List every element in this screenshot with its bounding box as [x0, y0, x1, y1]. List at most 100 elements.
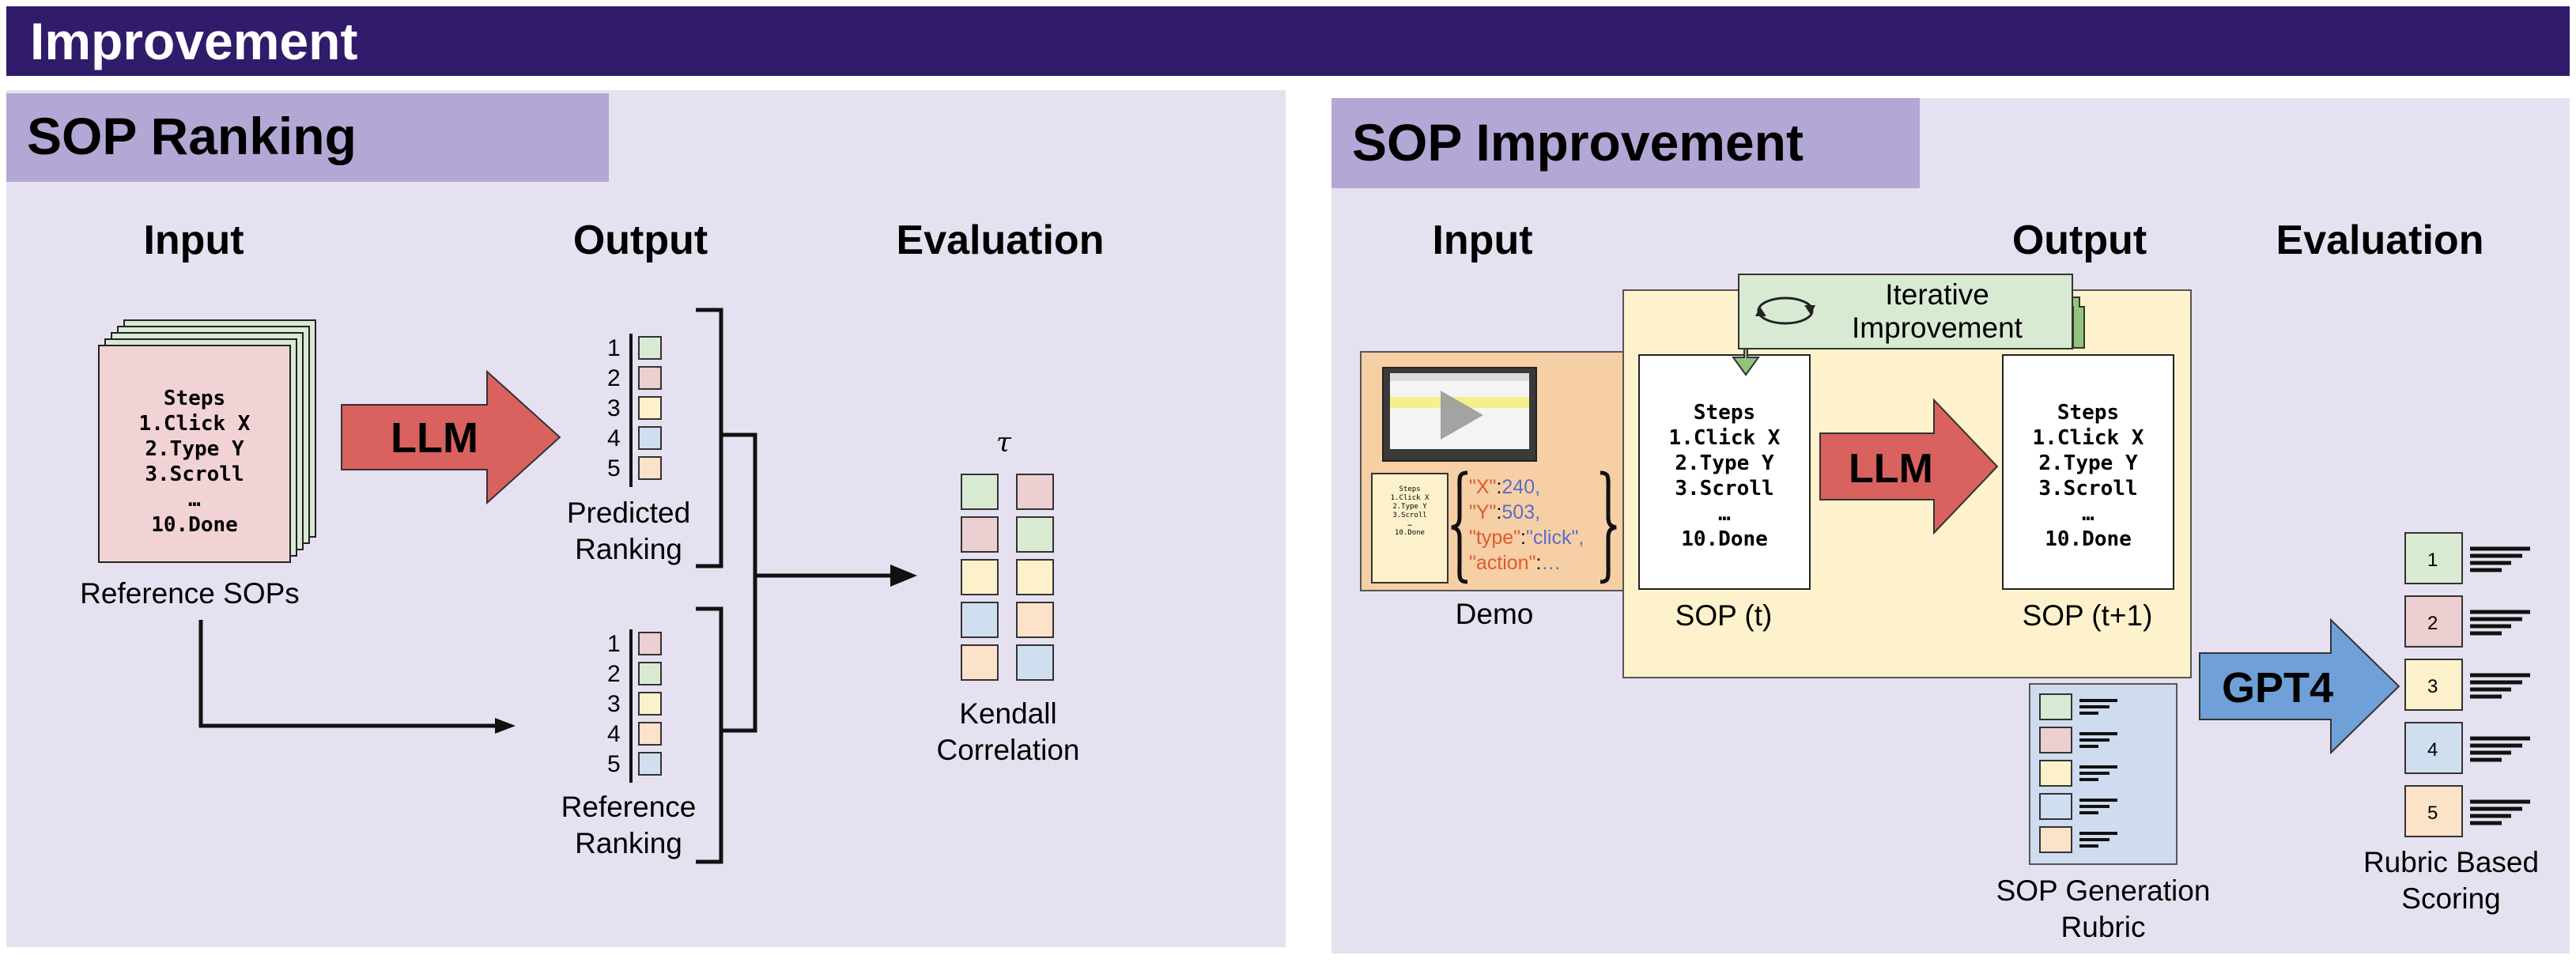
llm-arrow-ranking: LLM	[341, 370, 561, 504]
sop-line: 10.Done	[2045, 527, 2132, 551]
json-sep: :	[1496, 501, 1502, 523]
json-value: …	[1541, 552, 1562, 574]
sop-line: Steps	[2057, 401, 2120, 425]
json-line: "action":…	[1469, 550, 1584, 576]
reference-sop-text: Steps 1.Click X 2.Type Y 3.Scroll … 10.D…	[100, 386, 289, 538]
caption-line: Scoring	[2401, 882, 2501, 915]
caption-line: Reference	[561, 791, 697, 823]
sop-line: 3.Scroll	[2038, 477, 2138, 500]
mini-sop-line: …	[1407, 520, 1412, 528]
sop-line: 10.Done	[1681, 527, 1768, 551]
iterative-improvement-label: Iterative Improvement	[1811, 278, 2064, 345]
json-value: "click",	[1525, 527, 1585, 549]
sop-t1-text: Steps 1.Click X 2.Type Y 3.Scroll … 10.D…	[2004, 400, 2173, 552]
llm-arrow-improvement: LLM	[1819, 398, 1999, 534]
improvement-evaluation-heading: Evaluation	[2276, 217, 2484, 263]
rank-number: 4	[607, 721, 621, 747]
play-icon[interactable]	[1436, 387, 1486, 443]
improvement-title: SOP Improvement	[1352, 113, 1804, 172]
ranking-connectors	[198, 308, 917, 864]
label-line: Improvement	[1852, 312, 2023, 344]
sop-t-text: Steps 1.Click X 2.Type Y 3.Scroll … 10.D…	[1640, 400, 1809, 552]
rank-number: 1	[607, 631, 621, 657]
score-number: 1	[2427, 549, 2438, 571]
caption-line: SOP Generation	[1996, 874, 2211, 907]
predicted-ranking-caption: Predicted Ranking	[546, 495, 712, 568]
json-value: 240,	[1501, 476, 1541, 498]
json-key: "X"	[1469, 476, 1497, 498]
sop-t1-caption: SOP (t+1)	[2022, 599, 2153, 632]
cycle-icon	[1755, 296, 1815, 325]
caption-line: Ranking	[575, 533, 682, 565]
demo-video-thumbnail	[1382, 367, 1537, 462]
mini-sop-text: Steps 1.Click X 2.Type Y 3.Scroll … 10.D…	[1373, 474, 1447, 538]
sop-line: 2.Type Y	[2038, 451, 2138, 475]
rank-number: 3	[607, 395, 621, 421]
improvement-title-tab: SOP Improvement	[1331, 98, 1920, 188]
demo-box: Steps 1.Click X 2.Type Y 3.Scroll … 10.D…	[1360, 351, 1624, 591]
sop-t-card: Steps 1.Click X 2.Type Y 3.Scroll … 10.D…	[1638, 354, 1811, 590]
header-title: Improvement	[30, 12, 358, 70]
json-key: "type"	[1469, 527, 1521, 549]
mini-sop-line: Steps	[1399, 485, 1421, 493]
sop-line: …	[188, 488, 201, 512]
tau-symbol: τ	[996, 427, 1011, 459]
json-sep: :	[1520, 527, 1526, 549]
sop-t-caption: SOP (t)	[1675, 599, 1773, 632]
sop-line: Steps	[1693, 401, 1756, 425]
mini-sop-line: 3.Scroll	[1392, 512, 1427, 519]
rubric-caption: SOP Generation Rubric	[1961, 873, 2246, 946]
sop-line: 2.Type Y	[1675, 451, 1774, 475]
sop-line: 1.Click X	[2032, 426, 2144, 450]
iterative-improvement-box: Iterative Improvement	[1738, 274, 2073, 349]
rank-number: 5	[607, 455, 621, 482]
kendall-caption: Kendall Correlation	[917, 696, 1099, 769]
caption-line: Correlation	[936, 734, 1080, 766]
rubric-scores: 1 2 3 4 5	[2404, 532, 2530, 837]
rank-number: 1	[607, 335, 621, 361]
score-number: 3	[2427, 676, 2438, 697]
reference-ranking-caption: Reference Ranking	[546, 789, 712, 862]
sop-line: 3.Scroll	[145, 463, 244, 486]
mini-sop-line: 2.Type Y	[1392, 503, 1427, 511]
gpt4-arrow: GPT4	[2199, 618, 2400, 754]
json-line: "Y":503,	[1469, 500, 1584, 525]
json-value: 503,	[1501, 501, 1541, 523]
json-key: "Y"	[1469, 501, 1497, 523]
mini-sop-line: 10.Done	[1395, 529, 1425, 537]
sop-line: 10.Done	[151, 513, 238, 537]
video-toolbar	[1390, 373, 1529, 381]
sop-line: 1.Click X	[138, 412, 251, 436]
score-number: 2	[2427, 613, 2438, 634]
rubric-scoring-caption: Rubric Based Scoring	[2340, 844, 2562, 917]
reference-sop-card: Steps 1.Click X 2.Type Y 3.Scroll … 10.D…	[98, 345, 291, 563]
json-line: "X":240,	[1469, 474, 1584, 500]
kendall-pair-grid	[961, 474, 1054, 681]
sop-line: 2.Type Y	[145, 437, 244, 461]
improvement-input-heading: Input	[1432, 217, 1533, 263]
caption-line: Rubric	[2060, 911, 2146, 943]
reference-sops-caption: Reference SOPs	[80, 577, 300, 610]
sop-line: …	[2082, 502, 2094, 526]
json-snippet: "X":240, "Y":503, "type":"click", "actio…	[1469, 474, 1584, 576]
llm-label-improvement: LLM	[1849, 446, 1933, 492]
sop-t1-card: Steps 1.Click X 2.Type Y 3.Scroll … 10.D…	[2002, 354, 2174, 590]
predicted-ranking-list: 1 2 3 4 5	[602, 334, 666, 493]
json-key: "action"	[1469, 552, 1536, 574]
sop-line: 3.Scroll	[1675, 477, 1774, 500]
sop-generation-rubric-card	[2029, 683, 2178, 865]
score-number: 4	[2427, 739, 2438, 761]
improvement-output-heading: Output	[2011, 217, 2147, 263]
caption-line: Kendall	[959, 697, 1057, 730]
ranking-output-heading: Output	[572, 217, 708, 263]
rank-number: 5	[607, 751, 621, 777]
json-braces	[1451, 470, 1617, 584]
ranking-title: SOP Ranking	[27, 107, 357, 165]
demo-caption: Demo	[1455, 598, 1534, 630]
json-sep: :	[1496, 476, 1502, 498]
rank-number: 2	[607, 365, 621, 391]
sop-line: Steps	[163, 387, 226, 410]
label-line: Iterative	[1885, 278, 1989, 311]
demo-mini-sop: Steps 1.Click X 2.Type Y 3.Scroll … 10.D…	[1371, 473, 1449, 583]
caption-line: Ranking	[575, 827, 682, 859]
